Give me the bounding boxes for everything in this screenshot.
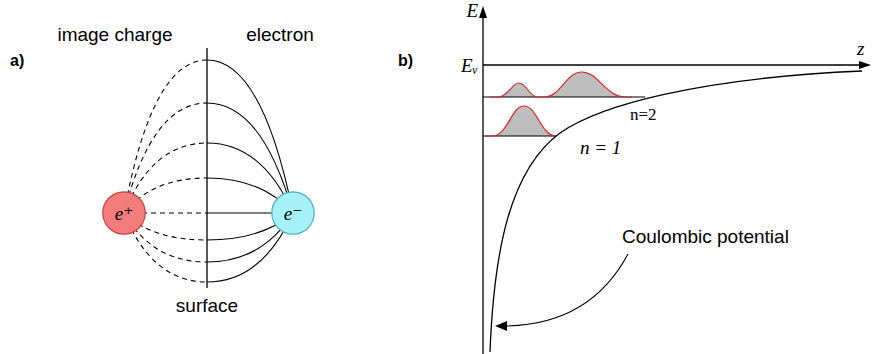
surface-line (206, 48, 207, 288)
charge-symbol: e⁺ (102, 191, 146, 235)
charge-symbol: e⁻ (271, 191, 315, 235)
caption-label: image charge (57, 24, 172, 46)
energy-axes (479, 6, 871, 354)
caption-label: surface (176, 295, 238, 317)
leader-arrow (495, 254, 628, 331)
axis-label: E (466, 0, 478, 22)
level-label: n = 1 (580, 137, 621, 159)
electron-circle: e⁻ (271, 191, 315, 235)
panel-letter: a) (10, 52, 24, 70)
field-lines (124, 48, 293, 288)
energy-label: Eᵥ (461, 55, 478, 77)
wavefunctions (483, 72, 645, 136)
curve-label: Coulombic potential (622, 226, 789, 248)
level-label: n=2 (630, 105, 657, 125)
axis-label: z (857, 38, 864, 60)
coulomb-curve (490, 71, 862, 352)
image-field-lines (124, 60, 207, 282)
image-charge-circle: e⁺ (102, 191, 146, 235)
caption-label: electron (246, 24, 314, 46)
electron-field-lines (207, 60, 293, 282)
panel-letter: b) (398, 52, 413, 70)
